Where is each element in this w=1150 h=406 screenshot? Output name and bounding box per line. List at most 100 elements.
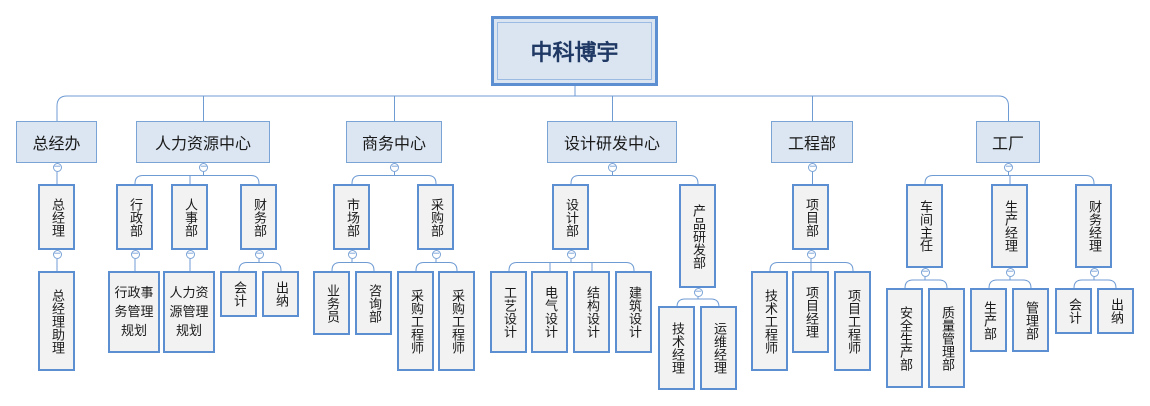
- role-label: 咨询部: [366, 283, 381, 323]
- collapse-toggle-icon[interactable]: −: [130, 248, 140, 259]
- role-xingzhengshiwu[interactable]: 行政事务管理规划: [108, 271, 160, 353]
- unit-zongjingli[interactable]: 总经理: [38, 184, 75, 250]
- collapse-toggle-icon[interactable]: −: [1005, 266, 1015, 277]
- role-gongyisheji[interactable]: 工艺设计: [490, 271, 527, 353]
- role-label: 项目经理: [803, 286, 818, 338]
- role-jishugongchengshi[interactable]: 技术工程师: [751, 271, 788, 371]
- role-jishujingli[interactable]: 技术经理: [658, 306, 695, 390]
- role-label: 运维经理: [711, 322, 726, 374]
- connector: [508, 262, 635, 271]
- role-yewuyuan[interactable]: 业务员: [313, 271, 350, 335]
- role-xiangmugongchengshi[interactable]: 项目工程师: [834, 271, 871, 371]
- role-dianqisheji[interactable]: 电气设计: [531, 271, 568, 353]
- role-label: 出纳: [1108, 298, 1123, 324]
- collapse-toggle-icon[interactable]: −: [920, 266, 930, 277]
- dept-label: 工厂: [991, 134, 1024, 153]
- unit-xingzheng[interactable]: 行政部: [116, 184, 153, 250]
- connector: [904, 279, 948, 289]
- role-label: 电气设计: [542, 286, 557, 338]
- unit-caiwujingli[interactable]: 财务经理: [1075, 184, 1112, 268]
- collapse-toggle-icon[interactable]: −: [185, 248, 195, 259]
- collapse-toggle-icon[interactable]: −: [1004, 161, 1013, 172]
- root-node[interactable]: 中科博宇: [491, 16, 658, 86]
- connector: [331, 262, 375, 271]
- dept-label: 人力资源中心: [154, 134, 251, 153]
- unit-label: 采购部: [428, 197, 443, 237]
- role-label: 安全生产部: [897, 305, 912, 371]
- connector: [134, 175, 260, 184]
- role-caigougongchengshi[interactable]: 采购工程师: [438, 271, 475, 371]
- unit-xiangmu[interactable]: 项目部: [792, 184, 829, 250]
- role-label: 业务员: [324, 283, 339, 323]
- connector: [56, 95, 1009, 121]
- connector: [570, 175, 699, 184]
- role-label: 生产部: [981, 300, 996, 340]
- unit-caigou[interactable]: 采购部: [417, 184, 454, 250]
- unit-label: 生产经理: [1002, 200, 1017, 252]
- collapse-toggle-icon[interactable]: −: [347, 248, 357, 259]
- connector: [238, 262, 282, 271]
- role-xiangmujingli[interactable]: 项目经理: [792, 271, 829, 353]
- collapse-toggle-icon[interactable]: −: [566, 248, 576, 259]
- collapse-toggle-icon[interactable]: −: [1089, 266, 1099, 277]
- dept-gongchang[interactable]: 工厂: [976, 121, 1040, 163]
- collapse-toggle-icon[interactable]: −: [431, 248, 441, 259]
- role-kuaiji[interactable]: 会计: [1055, 288, 1092, 334]
- role-label: 总经理助理: [49, 288, 64, 354]
- role-zixun[interactable]: 咨询部: [355, 271, 392, 335]
- unit-label: 财务部: [251, 197, 266, 237]
- role-shengchanbu[interactable]: 生产部: [970, 288, 1007, 352]
- role-anquanshengchan[interactable]: 安全生产部: [886, 288, 923, 388]
- collapse-toggle-icon[interactable]: −: [199, 161, 208, 172]
- collapse-toggle-icon[interactable]: −: [52, 161, 62, 172]
- collapse-toggle-icon[interactable]: −: [808, 161, 817, 172]
- role-caigougongchengshi[interactable]: 采购工程师: [397, 271, 434, 371]
- dept-zongjingban[interactable]: 总经办: [16, 121, 97, 163]
- dept-shejiyanfa[interactable]: 设计研发中心: [547, 121, 677, 163]
- unit-chanpinyanfa[interactable]: 产品研发部: [679, 184, 716, 288]
- unit-label: 车间主任: [917, 200, 932, 252]
- collapse-toggle-icon[interactable]: −: [254, 248, 264, 259]
- role-renliziyuanguanli[interactable]: 人力资源管理规划: [163, 271, 215, 353]
- unit-label: 财务经理: [1086, 200, 1101, 252]
- unit-chejianzhuren[interactable]: 车间主任: [906, 184, 943, 268]
- role-zhiliangguanli[interactable]: 质量管理部: [928, 288, 965, 388]
- role-chuna[interactable]: 出纳: [262, 271, 299, 317]
- role-label: 结构设计: [584, 286, 599, 338]
- unit-sheji[interactable]: 设计部: [552, 184, 589, 250]
- root-label: 中科博宇: [530, 41, 619, 66]
- collapse-toggle-icon[interactable]: −: [52, 248, 62, 259]
- unit-renshi[interactable]: 人事部: [171, 184, 208, 250]
- role-zongjinglizhuli[interactable]: 总经理助理: [38, 271, 75, 371]
- role-yunweijingli[interactable]: 运维经理: [700, 306, 737, 390]
- dept-gongcheng[interactable]: 工程部: [771, 121, 853, 163]
- role-jiegousheji[interactable]: 结构设计: [573, 271, 610, 353]
- unit-label: 总经理: [49, 197, 64, 237]
- dept-label: 总经办: [32, 134, 81, 153]
- role-label: 项目工程师: [845, 288, 860, 354]
- collapse-toggle-icon[interactable]: −: [806, 248, 816, 259]
- collapse-toggle-icon[interactable]: −: [608, 161, 617, 172]
- role-kuaiji[interactable]: 会计: [220, 271, 257, 317]
- role-label: 采购工程师: [449, 288, 464, 354]
- dept-renliziyuan[interactable]: 人力资源中心: [136, 121, 270, 163]
- unit-shichang[interactable]: 市场部: [333, 184, 370, 250]
- unit-caiwu[interactable]: 财务部: [240, 184, 277, 250]
- role-chuna[interactable]: 出纳: [1097, 288, 1134, 334]
- role-jianzhusheji[interactable]: 建筑设计: [615, 271, 652, 353]
- role-label: 管理部: [1023, 300, 1038, 340]
- connector: [676, 298, 720, 308]
- role-label: 技术工程师: [762, 288, 777, 354]
- collapse-toggle-icon[interactable]: −: [390, 161, 399, 172]
- unit-shengchanjingli[interactable]: 生产经理: [991, 184, 1028, 268]
- role-label: 采购工程师: [408, 288, 423, 354]
- role-label: 行政事务管理规划: [114, 285, 154, 339]
- role-label: 人力资源管理规划: [169, 285, 209, 339]
- role-label: 会计: [1066, 298, 1081, 324]
- role-guanlibu[interactable]: 管理部: [1012, 288, 1049, 352]
- collapse-toggle-icon[interactable]: −: [693, 286, 703, 297]
- role-label: 会计: [231, 281, 246, 307]
- dept-shangwu[interactable]: 商务中心: [346, 121, 442, 163]
- connector: [351, 175, 437, 184]
